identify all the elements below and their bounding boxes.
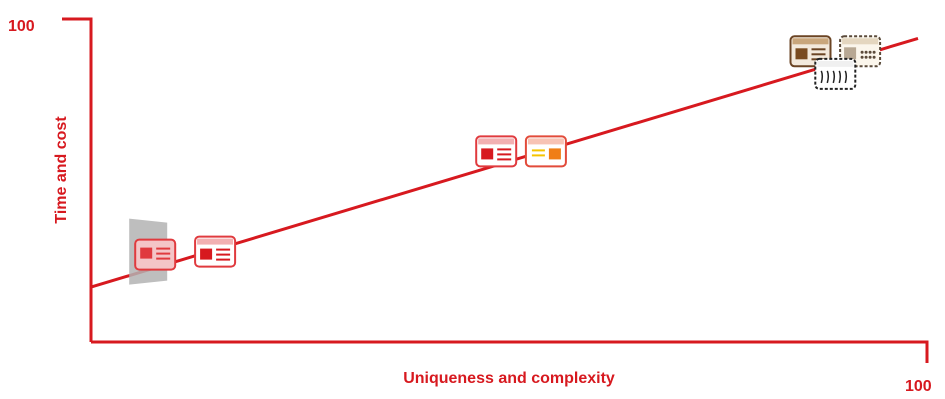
grey-card-stack-icon [129,218,177,285]
x-axis-label: Uniqueness and complexity [403,370,615,387]
x-axis [91,340,929,363]
y-axis [62,17,93,342]
orange-card-icon [524,135,567,168]
red-card-icon [194,235,237,268]
y-axis-label: Time and cost [53,116,70,224]
y-tick-label: 100 [8,18,35,35]
dashed-card-icon [814,57,857,90]
red-card-icon [475,135,518,168]
x-tick-label: 100 [905,378,932,395]
